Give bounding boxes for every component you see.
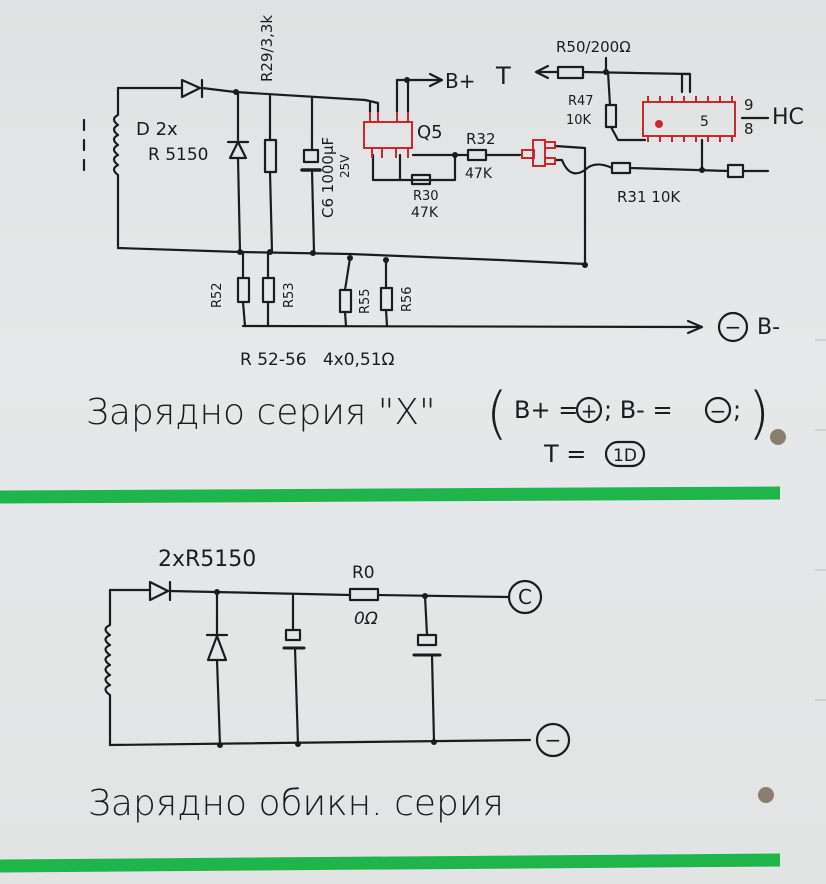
label-shunt-note: R 52-56 4x0,51Ω [240, 350, 395, 370]
q5-chip [363, 121, 413, 149]
legend-t-value: 1D [613, 446, 637, 466]
minus-terminal [535, 722, 571, 758]
label-r55: R55 [358, 288, 373, 314]
title-normal-series: Зарядно обикн. серия [88, 783, 504, 824]
diode-icon [148, 580, 172, 602]
hc-chip [642, 101, 736, 137]
capacitor-icon [284, 628, 302, 642]
resistor-r50 [556, 65, 585, 80]
label-r30: R30 [413, 189, 439, 204]
resistor-r32 [466, 148, 488, 162]
zener-diode-icon [205, 633, 229, 662]
binder-hole [770, 429, 786, 445]
title-series-x: Зарядно серия "X" [86, 392, 436, 433]
resistor-r29 [263, 138, 278, 174]
legend-open-paren: ( [486, 381, 508, 446]
resistor-r47 [604, 103, 618, 129]
label-r32-value: 47K [465, 166, 493, 182]
label-r47: R47 [568, 94, 594, 109]
label-c: C [518, 585, 532, 609]
legend: ( B+ = + ; B- = − ; ) T = 1D [486, 381, 770, 468]
green-divider [0, 486, 781, 504]
legend-minus: − [710, 399, 727, 423]
resistor-r31 [610, 161, 632, 175]
capacitor-c6 [302, 148, 320, 164]
label-ic-pin5: 5 [700, 114, 709, 130]
legend-plus: + [581, 399, 598, 423]
page-margin-ticks [815, 339, 826, 701]
circuit-x: R29/3,3k D 2x R 5150 C6 1000µF 25V B+ T … [82, 15, 804, 468]
label-q5: Q5 [417, 122, 443, 143]
circuit-normal: 2xR5150 R0 0Ω C − Зарядно обикн. серия [88, 547, 571, 824]
label-r52: R52 [210, 282, 225, 308]
label-r31: R31 10K [617, 188, 681, 206]
label-ic-name: HC [772, 105, 804, 130]
legend-sep: ; [733, 396, 741, 424]
label-r0: R0 [352, 563, 375, 583]
label-b-plus: B+ [445, 69, 475, 93]
label-r50: R50/200Ω [556, 38, 631, 56]
label-r29: R29/3,3k [258, 15, 276, 82]
label-minus: − [545, 728, 562, 752]
capacitor-icon [416, 633, 438, 647]
legend-t: T = [543, 440, 586, 468]
diode-icon [180, 78, 204, 99]
label-r53: R53 [282, 282, 297, 308]
label-ic-pin8: 8 [744, 120, 754, 138]
label-diodes: 2xR5150 [158, 547, 256, 572]
label-minus: − [725, 315, 742, 339]
label-diode-part: R 5150 [148, 145, 208, 165]
label-r30-value: 47K [411, 205, 439, 221]
legend-b-minus: ; B- = [604, 396, 673, 424]
legend-b-plus: B+ = [514, 396, 578, 424]
label-r47-value: 10K [566, 113, 592, 128]
label-ic-pin9: 9 [744, 96, 754, 114]
label-c6: C6 1000µF [319, 137, 337, 218]
binder-hole [758, 787, 774, 803]
zener-diode-icon [226, 140, 250, 160]
label-r56: R56 [400, 286, 415, 312]
label-r0-value: 0Ω [354, 609, 378, 629]
coil-icon [104, 588, 112, 747]
c-terminal [507, 579, 543, 615]
legend-close-paren: ) [748, 381, 770, 446]
b-minus-terminal [717, 311, 749, 343]
label-c6-voltage: 25V [338, 154, 352, 178]
green-divider [0, 853, 781, 873]
resistor-r0 [348, 587, 380, 602]
label-b-minus: B- [757, 315, 780, 340]
label-diode: D 2x [136, 119, 178, 140]
coil-icon [112, 86, 120, 250]
label-t: T [495, 62, 511, 90]
label-r32: R32 [466, 130, 496, 148]
